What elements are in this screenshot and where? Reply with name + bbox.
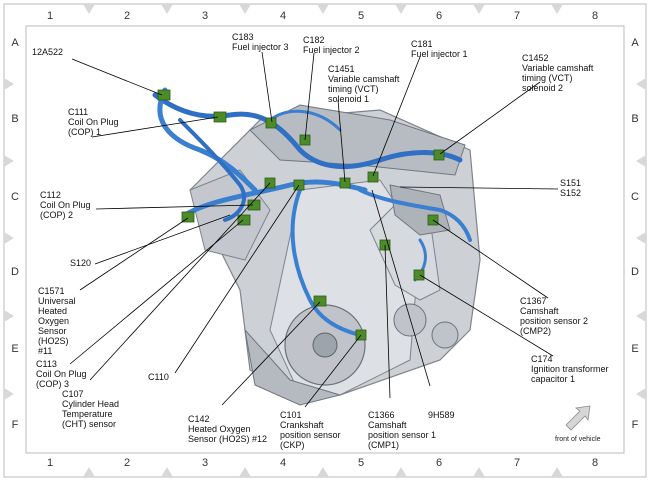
crankshaft-pulley-hub	[312, 332, 338, 358]
label-c1451: C1451 Variable camshaft timing (VCT) sol…	[328, 64, 402, 104]
front-of-vehicle-label: front of vehicle	[555, 436, 601, 443]
row-label-right-f: F	[632, 419, 639, 431]
connector-c111	[213, 111, 227, 123]
col-label-bottom-5: 5	[358, 457, 364, 469]
label-s120: S120	[70, 258, 91, 268]
leader-c182	[304, 52, 315, 141]
harness-loop-left-2	[178, 118, 246, 222]
leader-12a522	[71, 58, 163, 96]
leader-c1366	[384, 244, 391, 399]
col-label-top-6: 6	[436, 10, 442, 22]
row-label-left-e: E	[11, 343, 18, 355]
label-c174: C174 Ignition transformer capacitor 1	[531, 354, 611, 384]
connector-c181	[367, 171, 379, 183]
col-label-bottom-4: 4	[280, 457, 286, 469]
leader-c101	[304, 334, 362, 408]
leader-9h589	[371, 189, 431, 387]
connector-c113	[237, 214, 251, 226]
label-s151-s152: S151 S152	[560, 178, 584, 198]
label-12a522: 12A522	[32, 47, 63, 57]
leader-c1367	[432, 219, 549, 299]
col-label-top-5: 5	[358, 10, 364, 22]
label-c183: C183 Fuel injector 3	[232, 32, 289, 52]
col-label-bottom-1: 1	[47, 457, 53, 469]
leader-c142	[221, 301, 321, 406]
leader-c1451	[337, 99, 346, 183]
col-label-top-3: 3	[202, 10, 208, 22]
connector-c1452	[433, 149, 445, 161]
col-label-bottom-6: 6	[436, 457, 442, 469]
leader-c174	[419, 274, 554, 357]
connector-c183	[265, 117, 277, 129]
row-label-left-a: A	[11, 37, 19, 49]
connector-c142	[313, 295, 327, 307]
col-label-top-7: 7	[514, 10, 520, 22]
row-labels: A B C D E F A B C D E F	[11, 37, 639, 431]
leader-s120	[94, 214, 231, 265]
col-label-top-2: 2	[124, 10, 130, 22]
leader-c110	[174, 184, 300, 374]
leader-c107	[89, 182, 271, 381]
leader-c1571	[79, 217, 189, 291]
col-label-bottom-3: 3	[202, 457, 208, 469]
label-c113: C113 Coil On Plug (COP) 3	[36, 359, 89, 389]
leader-s151	[399, 186, 559, 190]
leader-lines	[69, 51, 559, 408]
harness-left-loop	[157, 87, 258, 193]
col-label-bottom-8: 8	[592, 457, 598, 469]
col-label-top-4: 4	[280, 10, 286, 22]
oil-pan	[244, 328, 342, 406]
leader-c181	[372, 56, 421, 177]
leader-c1452	[439, 81, 541, 155]
leader-c112	[95, 204, 254, 210]
front-arrow-icon	[565, 405, 591, 431]
row-label-right-e: E	[631, 343, 638, 355]
label-c101: C101 Crankshaft position sensor (CKP)	[280, 410, 343, 450]
label-c182: C182 Fuel injector 2	[303, 35, 360, 55]
row-label-right-b: B	[631, 113, 638, 125]
row-label-left-d: D	[11, 266, 19, 278]
front-of-vehicle-indicator: front of vehicle	[555, 405, 601, 443]
col-label-top-8: 8	[592, 10, 598, 22]
col-label-bottom-2: 2	[124, 457, 130, 469]
wiring-harness	[152, 87, 472, 337]
idler-pulley	[431, 321, 459, 349]
row-label-left-b: B	[11, 113, 18, 125]
label-c1367: C1367 Camshaft position sensor 2 (CMP2)	[520, 296, 591, 336]
harness-rear-branch	[358, 188, 472, 242]
row-label-right-d: D	[631, 266, 639, 278]
engine-illustration	[189, 104, 481, 406]
connector-c174	[413, 269, 425, 281]
label-c1366: C1366 Camshaft position sensor 1 (CMP1)	[368, 410, 439, 450]
callout-labels: 12A522 C183 Fuel injector 3 C182 Fuel in…	[32, 32, 611, 450]
connector-c1571	[181, 211, 195, 223]
label-c1571: C1571 Universal Heated Oxygen Sensor (HO…	[38, 286, 78, 356]
label-9h589: 9H589	[428, 410, 455, 420]
row-label-right-c: C	[631, 191, 639, 203]
label-c110: C110	[148, 372, 169, 382]
row-label-left-c: C	[11, 191, 19, 203]
label-c142: C142 Heated Oxygen Sensor (HO2S) #12	[188, 414, 267, 444]
row-label-left-f: F	[12, 419, 19, 431]
grid-dividers	[4, 4, 646, 477]
row-label-right-a: A	[631, 37, 639, 49]
harness-top-small	[268, 109, 342, 132]
leader-c111	[91, 116, 219, 138]
col-label-top-1: 1	[47, 10, 53, 22]
label-c111: C111 Coil On Plug (COP) 1	[68, 107, 121, 137]
connector-12a522	[157, 89, 171, 101]
harness-lower-branch	[290, 188, 362, 337]
col-label-bottom-7: 7	[514, 457, 520, 469]
leader-c183	[261, 51, 273, 123]
tensioner-pulley	[393, 303, 427, 337]
label-c107: C107 Cylinder Head Temperature (CHT) sen…	[62, 389, 122, 429]
harness-main-upper	[152, 92, 463, 170]
label-c181: C181 Fuel injector 1	[411, 39, 468, 59]
label-c112: C112 Coil On Plug (COP) 2	[40, 190, 93, 220]
label-c1452: C1452 Variable camshaft timing (VCT) sol…	[522, 53, 596, 93]
column-labels: 1 2 3 4 5 6 7 8 1 2 3 4 5 6 7 8	[47, 10, 598, 469]
